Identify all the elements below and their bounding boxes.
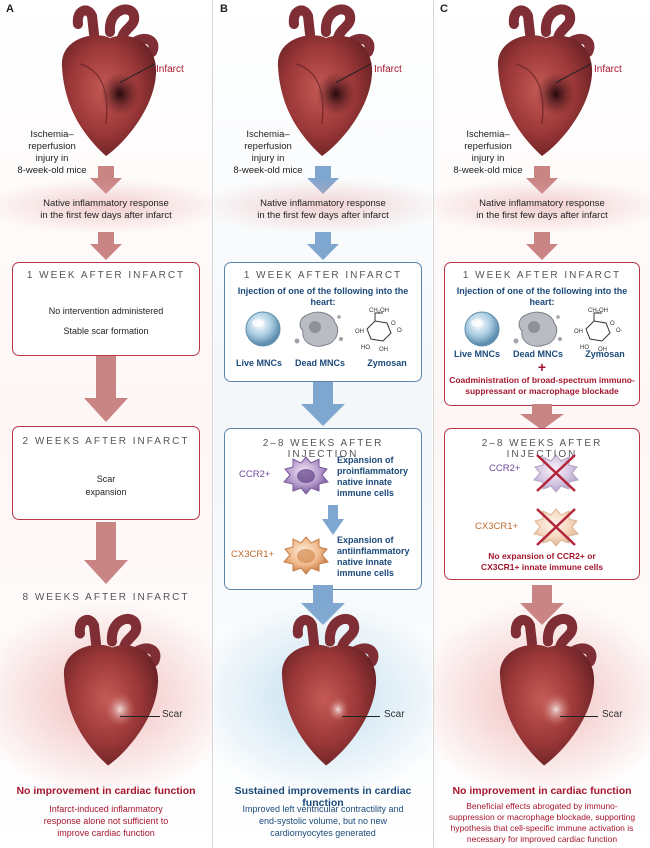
- infarct-label: Infarct: [594, 64, 622, 75]
- svg-text:CH₂OH: CH₂OH: [369, 308, 389, 314]
- zymosan-label: Zymosan: [585, 349, 625, 359]
- box-line: Scar: [96, 474, 116, 484]
- arrow-down-icon: [526, 232, 558, 260]
- infarct-label: Infarct: [156, 64, 184, 75]
- box-title: 1 WEEK AFTER INFARCT: [243, 270, 403, 281]
- box-title: 2–8 WEEKS AFTER INJECTION: [481, 438, 603, 460]
- arrow-down-icon: [84, 356, 128, 422]
- week2-box: 2–8 WEEKS AFTER INJECTION CCR2+ Expansio…: [224, 428, 422, 590]
- ccr2-label: CCR2+: [239, 469, 271, 480]
- box-line: expansion: [85, 487, 127, 497]
- box-line: No intervention administered: [48, 306, 164, 316]
- zymosan-label: Zymosan: [367, 358, 407, 368]
- heart-icon: [63, 614, 161, 766]
- scar-leader-line: [342, 716, 380, 717]
- panel-letter: A: [6, 3, 14, 15]
- box-title: 2 WEEKS AFTER INFARCT: [22, 436, 190, 447]
- scar-label: Scar: [602, 709, 623, 720]
- panel-letter: B: [220, 3, 228, 15]
- svg-text:OH: OH: [379, 347, 388, 353]
- heart-icon: [499, 614, 597, 766]
- cx3cr1-cell-blocked-icon: [533, 508, 579, 547]
- arrow-down-icon: [84, 522, 128, 584]
- coadmin-text: Coadministration of broad-spectrum immun…: [449, 375, 635, 396]
- infarct-label: Infarct: [374, 64, 402, 75]
- svg-text:OH: OH: [574, 329, 583, 335]
- scar-leader-line: [120, 716, 160, 717]
- svg-text:O·: O·: [397, 328, 404, 334]
- result-title: Sustained improvements in cardiac functi…: [234, 785, 412, 809]
- svg-text:HO: HO: [361, 345, 370, 351]
- svg-text:O·: O·: [616, 328, 623, 334]
- scar-leader-line: [560, 716, 598, 717]
- week8-title: 8 WEEKS AFTER INFARCT: [22, 592, 190, 603]
- week2-box: 2–8 WEEKS AFTER INJECTION CCR2+ CX3CR1+ …: [444, 428, 640, 580]
- heart-icon: [281, 614, 379, 766]
- injected-agents: CH₂OH OO· OH HO OH: [464, 308, 623, 353]
- ccr2-label: CCR2+: [489, 463, 521, 474]
- week2-box: 2 WEEKS AFTER INFARCT Scar expansion: [12, 426, 200, 520]
- result-text: Beneficial effects abrogated by immuno-s…: [448, 801, 636, 844]
- injection-text: Injection of one of the following into t…: [237, 286, 409, 307]
- injection-text: Injection of one of the following into t…: [456, 286, 628, 307]
- svg-text:OH: OH: [598, 347, 607, 353]
- box-line: Stable scar formation: [63, 326, 149, 336]
- panel-c: C Infarct Ischemia–reperfusion injury in…: [434, 0, 650, 848]
- arrow-down-icon: [90, 232, 122, 260]
- svg-text:O: O: [391, 321, 396, 327]
- heart-icon: [497, 4, 595, 156]
- arrow-down-icon: [322, 505, 344, 535]
- arrow-down-icon: [301, 382, 345, 426]
- panel-a: A Infarct Ischemia–reperfusion injury in…: [0, 0, 212, 848]
- box-title: 2–8 WEEKS AFTER INJECTION: [262, 438, 384, 460]
- scar-label: Scar: [162, 709, 183, 720]
- dead-mncs-label: Dead MNCs: [512, 349, 563, 359]
- arrow-down-icon: [520, 404, 564, 430]
- inflammation-glow: [214, 178, 432, 234]
- live-mncs-label: Live MNCs: [453, 349, 500, 359]
- week1-box: 1 WEEK AFTER INFARCT Injection of one of…: [444, 262, 640, 406]
- cx3cr1-label: CX3CR1+: [475, 521, 519, 532]
- cx3cr1-cell-icon: [283, 536, 329, 575]
- heart-icon: [61, 4, 159, 156]
- box-title: 1 WEEK AFTER INFARCT: [462, 270, 622, 281]
- svg-text:OH: OH: [355, 329, 364, 335]
- box-title: 1 WEEK AFTER INFARCT: [26, 270, 186, 281]
- svg-text:CH₂OH: CH₂OH: [588, 308, 608, 314]
- live-mncs-label: Live MNCs: [235, 358, 282, 368]
- heart-icon: [277, 4, 375, 156]
- cx3cr1-label: CX3CR1+: [231, 549, 275, 560]
- result-title: No improvement in cardiac function: [16, 785, 196, 797]
- ccr2-cell-blocked-icon: [533, 454, 579, 493]
- ccr2-cell-icon: [283, 456, 329, 495]
- result-text: Improved left ventricular contractility …: [242, 804, 404, 838]
- panel-b: B Infarct Ischemia–reperfusion injury in…: [214, 0, 432, 848]
- scar-label: Scar: [384, 709, 405, 720]
- panel-letter: C: [440, 3, 448, 15]
- result-title: No improvement in cardiac function: [452, 785, 632, 797]
- panel-divider: [433, 0, 434, 848]
- week1-box: 1 WEEK AFTER INFARCT No intervention adm…: [12, 262, 200, 356]
- week1-box: 1 WEEK AFTER INFARCT Injection of one of…: [224, 262, 422, 382]
- injected-agents: CH₂OH OO· OH HO OH: [245, 308, 404, 353]
- dead-mncs-label: Dead MNCs: [294, 358, 345, 368]
- svg-text:HO: HO: [580, 345, 589, 351]
- svg-text:O: O: [610, 321, 615, 327]
- inflammation-glow: [434, 178, 650, 234]
- panel-divider: [212, 0, 213, 848]
- inflammation-glow: [0, 178, 212, 234]
- arrow-down-icon: [307, 232, 339, 260]
- plus-sign: +: [537, 359, 547, 375]
